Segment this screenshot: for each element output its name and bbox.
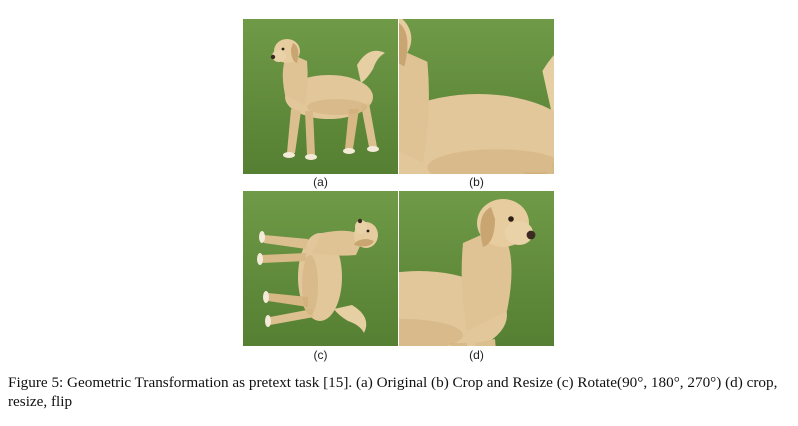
panel-c-image [243,191,398,346]
panel-d-image [399,191,554,346]
panel-b-label: (b) [469,175,484,189]
panel-a-label: (a) [313,175,328,189]
figure-caption: Figure 5: Geometric Transformation as pr… [8,374,778,410]
panel-d-label: (d) [469,348,484,362]
panel-b-image [399,19,554,174]
panel-c-label: (c) [313,348,328,362]
panel-a-image [243,19,398,174]
